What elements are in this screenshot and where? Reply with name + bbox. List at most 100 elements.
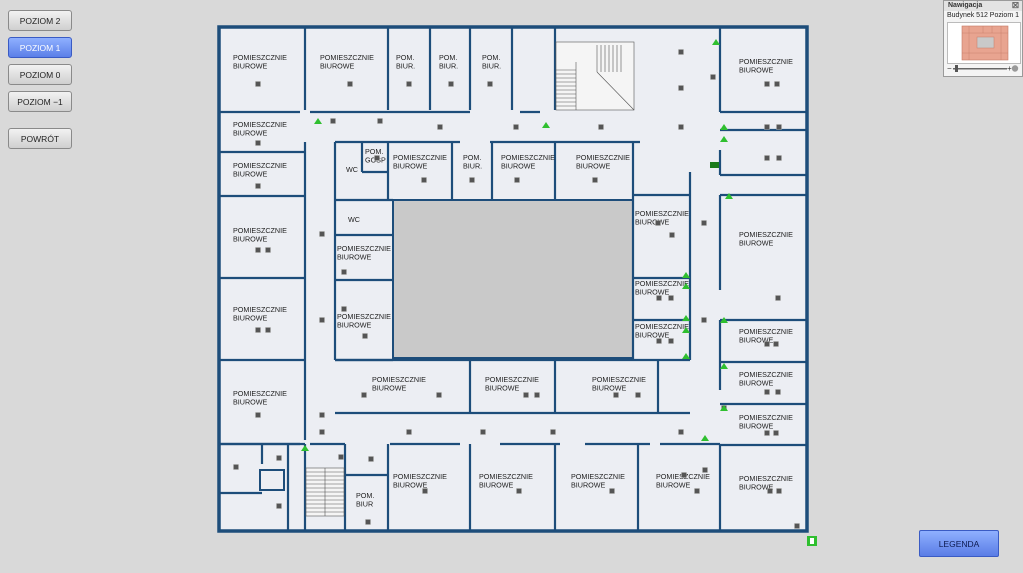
sensor-icon[interactable]: [773, 430, 779, 436]
sensor-icon[interactable]: [767, 488, 773, 494]
detector-icon[interactable]: [720, 124, 728, 130]
level-1-button[interactable]: POZIOM 1: [8, 37, 72, 58]
sensor-icon[interactable]: [338, 454, 344, 460]
sensor-icon[interactable]: [775, 389, 781, 395]
sensor-icon[interactable]: [776, 124, 782, 130]
sensor-icon[interactable]: [776, 488, 782, 494]
sensor-icon[interactable]: [421, 177, 427, 183]
sensor-icon[interactable]: [406, 81, 412, 87]
sensor-icon[interactable]: [656, 295, 662, 301]
room-label-wc[interactable]: WC: [346, 165, 358, 174]
sensor-icon[interactable]: [514, 177, 520, 183]
sensor-icon[interactable]: [656, 338, 662, 344]
sensor-icon[interactable]: [764, 341, 770, 347]
sensor-icon[interactable]: [598, 124, 604, 130]
sensor-icon[interactable]: [678, 429, 684, 435]
room-label-pom-biur[interactable]: POM.BIUR.: [482, 53, 501, 71]
sensor-icon[interactable]: [774, 81, 780, 87]
detector-icon[interactable]: [682, 315, 690, 321]
room-label-pom-biur[interactable]: POM.BIUR.: [463, 153, 482, 171]
detector-icon[interactable]: [542, 122, 550, 128]
sensor-icon[interactable]: [764, 155, 770, 161]
sensor-icon[interactable]: [276, 503, 282, 509]
sensor-icon[interactable]: [513, 124, 519, 130]
close-icon[interactable]: ☒: [1011, 1, 1019, 10]
level-2-button[interactable]: POZIOM 2: [8, 10, 72, 31]
detector-icon[interactable]: [720, 136, 728, 142]
sensor-icon[interactable]: [347, 81, 353, 87]
detector-icon[interactable]: [701, 435, 709, 441]
sensor-icon[interactable]: [609, 488, 615, 494]
sensor-icon[interactable]: [669, 232, 675, 238]
sensor-icon[interactable]: [319, 412, 325, 418]
sensor-icon[interactable]: [523, 392, 529, 398]
sensor-icon[interactable]: [319, 317, 325, 323]
detector-icon[interactable]: [314, 118, 322, 124]
sensor-icon[interactable]: [710, 74, 716, 80]
sensor-icon[interactable]: [255, 412, 261, 418]
sensor-icon[interactable]: [448, 81, 454, 87]
sensor-icon[interactable]: [668, 295, 674, 301]
detector-icon[interactable]: [682, 283, 690, 289]
sensor-icon[interactable]: [255, 247, 261, 253]
sensor-icon[interactable]: [764, 389, 770, 395]
sensor-icon[interactable]: [550, 429, 556, 435]
sensor-icon[interactable]: [775, 295, 781, 301]
sensor-icon[interactable]: [233, 464, 239, 470]
zoom-slider[interactable]: − +: [947, 64, 1019, 73]
sensor-icon[interactable]: [255, 140, 261, 146]
detector-icon[interactable]: [725, 193, 733, 199]
sensor-icon[interactable]: [374, 155, 380, 161]
sensor-icon[interactable]: [613, 392, 619, 398]
sensor-icon[interactable]: [635, 392, 641, 398]
sensor-icon[interactable]: [469, 177, 475, 183]
sensor-icon[interactable]: [361, 392, 367, 398]
sensor-icon[interactable]: [773, 341, 779, 347]
sensor-icon[interactable]: [406, 429, 412, 435]
sensor-icon[interactable]: [368, 456, 374, 462]
level-minus-1-button[interactable]: POZIOM −1: [8, 91, 72, 112]
detector-icon[interactable]: [720, 363, 728, 369]
detector-icon[interactable]: [682, 272, 690, 278]
sensor-icon[interactable]: [341, 269, 347, 275]
sensor-icon[interactable]: [702, 467, 708, 473]
sensor-icon[interactable]: [319, 429, 325, 435]
detector-icon[interactable]: [301, 445, 309, 451]
back-button[interactable]: POWRÓT: [8, 128, 72, 149]
sensor-icon[interactable]: [255, 183, 261, 189]
sensor-icon[interactable]: [794, 523, 800, 529]
sensor-icon[interactable]: [668, 338, 674, 344]
room-label-pom-biur-nodot[interactable]: POM.BIUR: [356, 491, 374, 509]
sensor-icon[interactable]: [255, 81, 261, 87]
detector-icon[interactable]: [720, 317, 728, 323]
sensor-icon[interactable]: [701, 220, 707, 226]
level-0-button[interactable]: POZIOM 0: [8, 64, 72, 85]
sensor-icon[interactable]: [330, 118, 336, 124]
sensor-icon[interactable]: [487, 81, 493, 87]
sensor-icon[interactable]: [678, 49, 684, 55]
sensor-icon[interactable]: [365, 519, 371, 525]
detector-icon[interactable]: [682, 353, 690, 359]
sensor-icon[interactable]: [265, 327, 271, 333]
